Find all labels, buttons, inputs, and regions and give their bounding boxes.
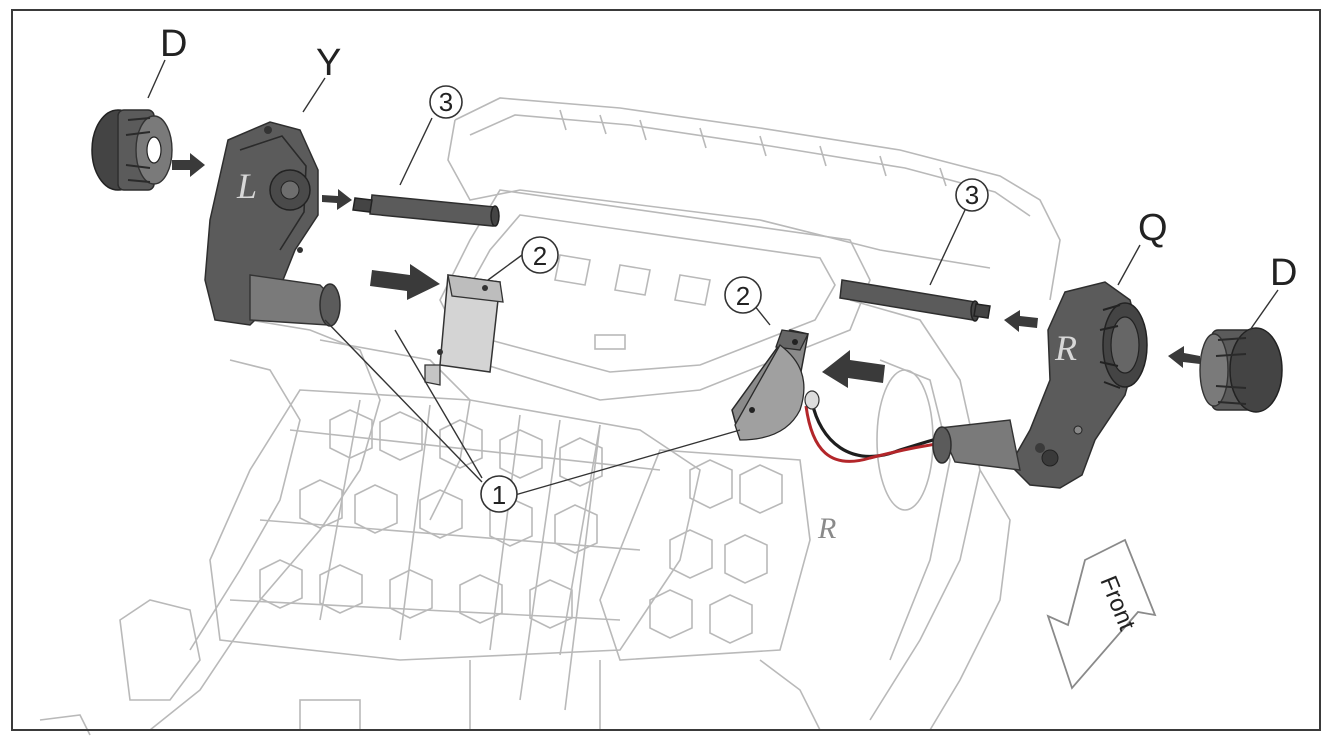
callout-2-left: 2	[521, 236, 559, 274]
callout-3-right: 3	[955, 178, 989, 212]
right-mounting-bracket	[731, 329, 820, 441]
assembly-arrows	[172, 153, 1200, 388]
callout-1: 1	[480, 475, 518, 513]
gearbox-side-label-right: R	[1054, 328, 1077, 368]
label-right-gearbox: Q	[1138, 207, 1168, 249]
svg-text:3: 3	[965, 180, 979, 210]
callout-3-left: 3	[429, 85, 463, 119]
front-direction-arrow: Front	[1046, 538, 1157, 690]
label-right-wheel: D	[1270, 252, 1297, 294]
svg-text:2: 2	[533, 241, 547, 271]
label-left-wheel: D	[160, 23, 187, 65]
gearbox-side-label-left: L	[236, 166, 257, 206]
left-wheel-hub	[91, 109, 173, 191]
svg-text:2: 2	[736, 281, 750, 311]
svg-text:1: 1	[492, 480, 506, 510]
right-axle-shaft	[839, 279, 991, 322]
svg-text:3: 3	[439, 87, 453, 117]
leader-lines	[147, 59, 1279, 496]
callout-2-right: 2	[724, 276, 762, 314]
right-wheel-hub	[1199, 327, 1283, 413]
case-side-label: R	[817, 512, 836, 545]
left-mounting-bracket	[424, 274, 504, 386]
label-left-gearbox: Y	[316, 42, 341, 84]
left-axle-shaft	[352, 194, 500, 227]
vehicle-chassis-outline	[39, 97, 1061, 736]
right-gearbox: R	[932, 281, 1148, 489]
left-gearbox: L	[204, 121, 341, 327]
